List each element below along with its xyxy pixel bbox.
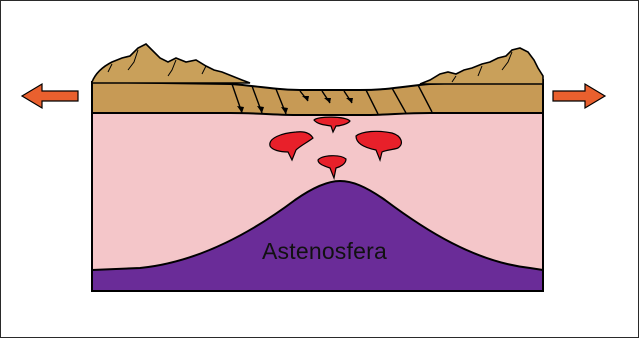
- crust-layer: [92, 80, 543, 115]
- mountains-left: [92, 44, 250, 83]
- arrow-right-icon: [553, 84, 605, 108]
- arrow-left-icon: [22, 84, 78, 108]
